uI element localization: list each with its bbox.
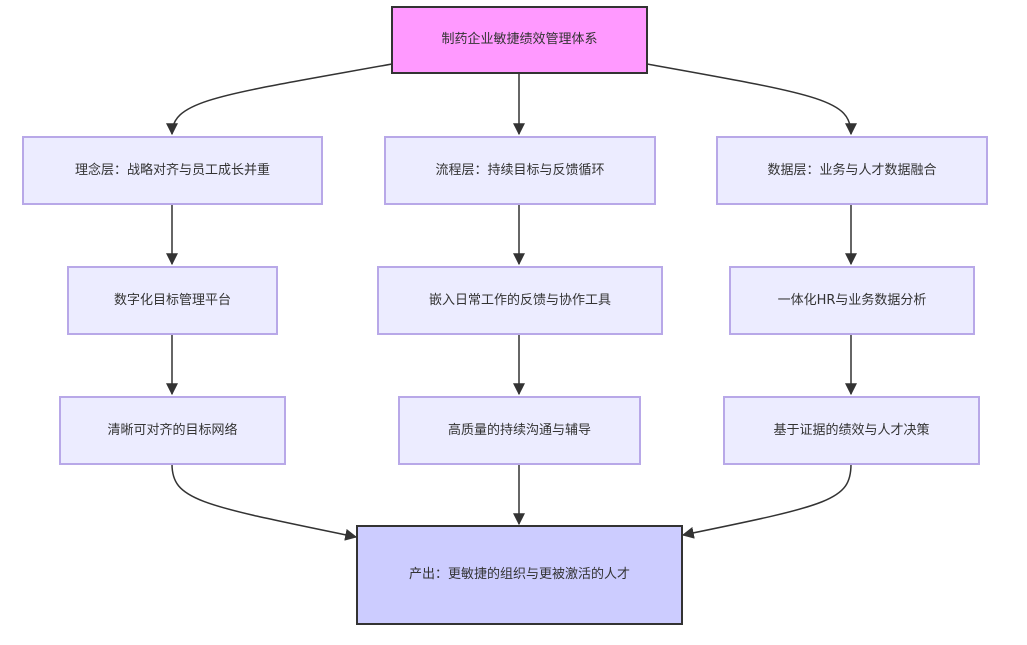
node-evidence-based-decisions: 基于证据的绩效与人才决策 bbox=[723, 396, 980, 465]
node-concept-layer: 理念层：战略对齐与员工成长并重 bbox=[22, 136, 323, 205]
edge-root-to-concept-layer bbox=[166, 63, 393, 136]
edge-decisions-to-output bbox=[681, 463, 852, 539]
node-root-label: 制药企业敏捷绩效管理体系 bbox=[441, 32, 598, 47]
node-embedded-feedback-tools-label: 嵌入日常工作的反馈与协作工具 bbox=[428, 292, 611, 308]
node-integrated-hr-analytics: 一体化HR与业务数据分析 bbox=[729, 266, 975, 335]
node-root: 制药企业敏捷绩效管理体系 bbox=[391, 6, 648, 74]
node-clear-goal-network: 清晰可对齐的目标网络 bbox=[59, 396, 286, 465]
node-process-layer: 流程层：持续目标与反馈循环 bbox=[384, 136, 656, 205]
node-process-layer-label: 流程层：持续目标与反馈循环 bbox=[435, 162, 605, 178]
node-embedded-feedback-tools: 嵌入日常工作的反馈与协作工具 bbox=[377, 266, 663, 335]
node-digital-goal-platform: 数字化目标管理平台 bbox=[67, 266, 278, 335]
edge-goal-network-to-output bbox=[171, 463, 358, 541]
node-evidence-based-decisions-label: 基于证据的绩效与人才决策 bbox=[773, 422, 930, 438]
node-data-layer-label: 数据层：业务与人才数据融合 bbox=[767, 162, 937, 178]
node-digital-goal-platform-label: 数字化目标管理平台 bbox=[113, 292, 231, 308]
node-quality-communication: 高质量的持续沟通与辅导 bbox=[398, 396, 641, 465]
node-quality-communication-label: 高质量的持续沟通与辅导 bbox=[447, 422, 591, 438]
node-output-label: 产出：更敏捷的组织与更被激活的人才 bbox=[408, 567, 630, 582]
node-data-layer: 数据层：业务与人才数据融合 bbox=[716, 136, 988, 205]
node-output: 产出：更敏捷的组织与更被激活的人才 bbox=[356, 525, 683, 625]
edge-root-to-data-layer bbox=[646, 63, 857, 136]
node-clear-goal-network-label: 清晰可对齐的目标网络 bbox=[107, 422, 238, 438]
node-concept-layer-label: 理念层：战略对齐与员工成长并重 bbox=[74, 162, 270, 178]
node-integrated-hr-analytics-label: 一体化HR与业务数据分析 bbox=[777, 292, 927, 308]
